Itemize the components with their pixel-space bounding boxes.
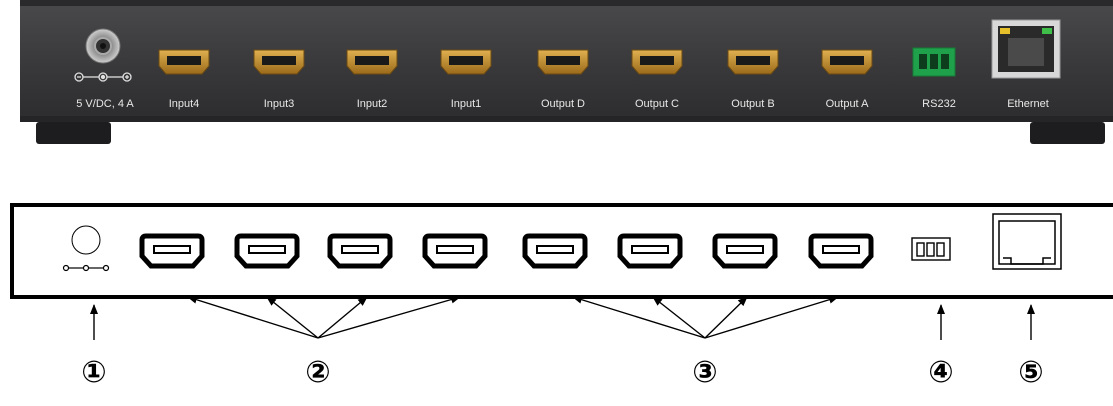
hdmi-port-photo (631, 49, 683, 75)
hdmi-port-photo (727, 49, 779, 75)
device-photo (20, 0, 1113, 144)
hdmi-ports-photo (158, 49, 873, 75)
arrow-2b (266, 296, 319, 339)
port-label: RS232 (922, 98, 956, 110)
foot-left (36, 122, 111, 144)
arrow-2c (317, 296, 368, 339)
diagram-panel-outline (10, 203, 1113, 299)
diagram-hdmi-port (712, 233, 778, 269)
ethernet-jack (991, 19, 1061, 79)
diagram-hdmi-port (327, 233, 393, 269)
callout-4: ④ (928, 355, 954, 390)
port-label: Output B (731, 98, 775, 110)
arrow-2a (187, 295, 319, 339)
hdmi-port-photo (440, 49, 492, 75)
line-diagram (10, 203, 1113, 340)
diagram-hdmi-port (422, 233, 488, 269)
port-label: Input2 (356, 98, 388, 110)
diagram-polarity-icon (62, 264, 110, 272)
port-label: Input1 (450, 98, 482, 110)
polarity-symbol-icon (74, 72, 132, 82)
arrow-3a (572, 295, 706, 339)
diagram-hdmi-port (522, 233, 588, 269)
power-label: 5 V/DC, 4 A (76, 98, 134, 110)
diagram-hdmi-port (234, 233, 300, 269)
port-label: Ethernet (1007, 98, 1049, 110)
port-label: Output C (634, 98, 680, 110)
hdmi-port-photo (158, 49, 210, 75)
hdmi-port-photo (253, 49, 305, 75)
callout-5: ⑤ (1018, 355, 1044, 390)
diagram-hdmi-port (139, 233, 205, 269)
port-label: Output A (825, 98, 869, 110)
port-label: Input3 (263, 98, 295, 110)
callout-3: ③ (692, 355, 718, 390)
callout-1: ① (81, 355, 107, 390)
diagram-hdmi-ports (139, 233, 874, 269)
hdmi-port-photo (821, 49, 873, 75)
hdmi-port-photo (346, 49, 398, 75)
diagram-hdmi-port (617, 233, 683, 269)
diagram-rs232-terminal (911, 237, 951, 261)
arrow-3c (704, 296, 748, 339)
port-label: Input4 (168, 98, 200, 110)
callout-2: ② (305, 355, 331, 390)
diagram-dc-jack (71, 225, 101, 255)
callout-arrows (90, 295, 1035, 340)
hdmi-port-photo (537, 49, 589, 75)
diagram-hdmi-port (808, 233, 874, 269)
dc-power-jack (85, 28, 121, 64)
arrow-3d (704, 295, 839, 339)
foot-right (1030, 122, 1105, 144)
rs232-terminal (912, 47, 956, 77)
diagram-ethernet-jack (992, 213, 1062, 270)
port-label: Output D (540, 98, 586, 110)
arrow-3b (652, 296, 706, 339)
arrow-2d (317, 295, 461, 339)
